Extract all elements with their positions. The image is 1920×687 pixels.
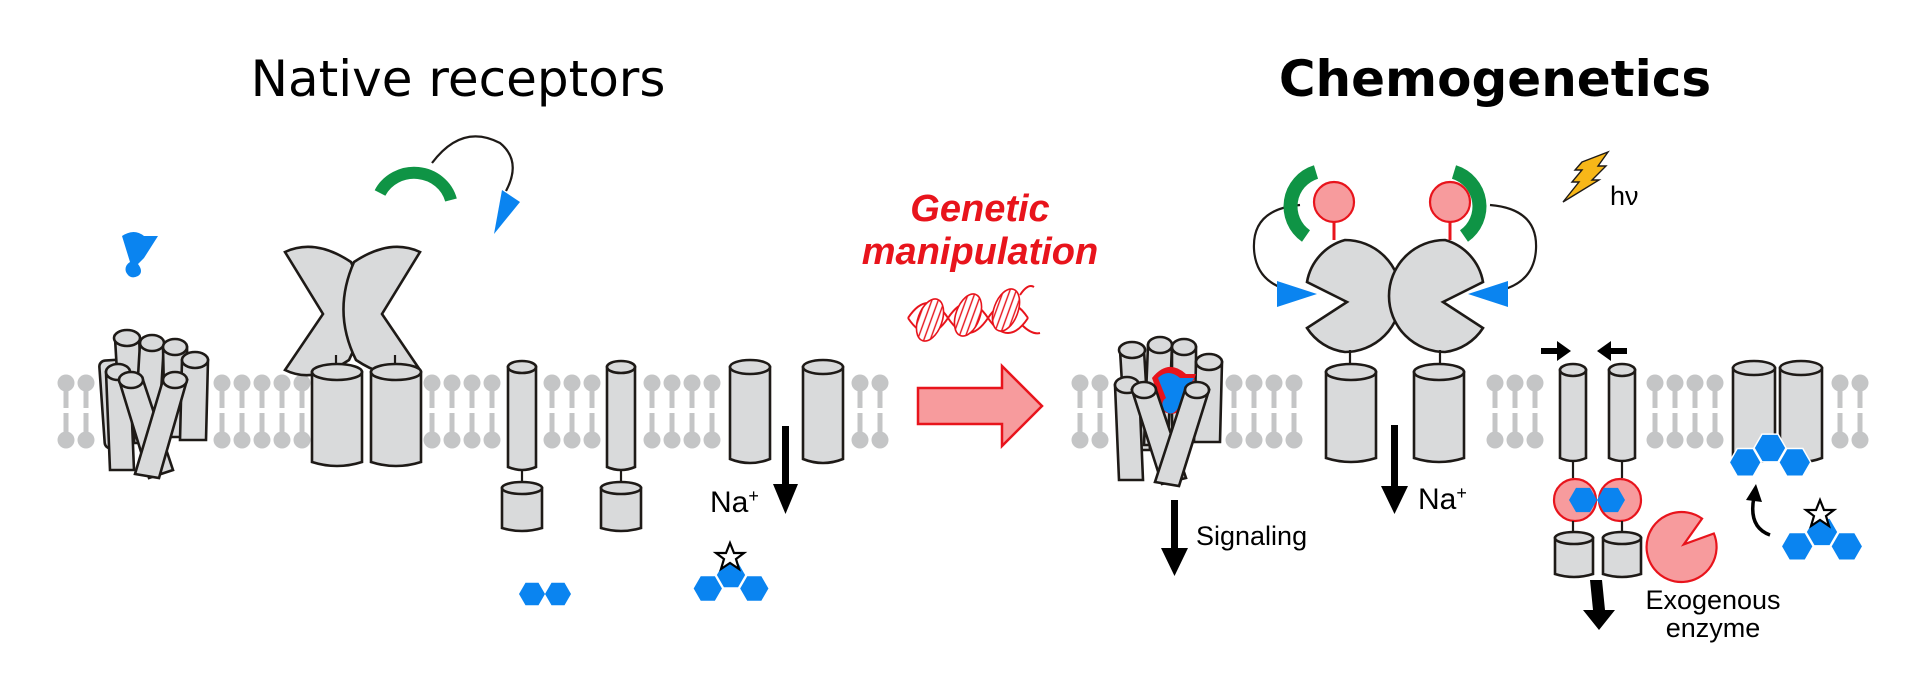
lipid-molecule — [1286, 375, 1303, 449]
lipid-molecule — [1832, 375, 1849, 449]
hexagon-mark — [1780, 531, 1815, 562]
lipid-molecule — [1226, 375, 1243, 449]
lipid-molecule — [564, 375, 581, 449]
lipid-molecule — [464, 375, 481, 449]
lipid-molecule — [1092, 375, 1109, 449]
sodium-label-native: Na+ — [710, 486, 759, 519]
genetic-manipulation-label-line2: manipulation — [862, 231, 1098, 273]
channel-engineered — [1731, 359, 1824, 464]
lipid-molecule — [254, 375, 271, 449]
gpcr-receptor-engineered — [1113, 335, 1224, 488]
light-label: hν — [1610, 181, 1639, 211]
sodium-influx-arrow-icon — [773, 426, 798, 514]
lipid-molecule — [1266, 375, 1283, 449]
hexagon-mark — [1728, 447, 1763, 478]
title-chemogenetics: Chemogenetics — [1279, 50, 1711, 108]
lipid-molecule — [1072, 375, 1089, 449]
caged-ligand-icon — [691, 561, 771, 603]
hexagon-mark — [1777, 447, 1812, 478]
hexagon-mark — [545, 582, 571, 606]
right-arrow-icon — [916, 362, 1044, 450]
dimerizer-ligand-icon — [519, 582, 571, 606]
signaling-arrow-icon — [1161, 500, 1188, 576]
converge-right-arrow-icon — [1541, 341, 1571, 361]
hexagon-mark — [519, 582, 545, 606]
lipid-molecule — [294, 375, 311, 449]
free-ligand-icon — [122, 232, 158, 278]
dna-helix-icon — [907, 285, 1041, 342]
uncaged-ligand-bound-icon — [1728, 433, 1812, 478]
converge-left-arrow-icon — [1597, 341, 1627, 361]
dimeric-receptor-native — [283, 245, 423, 468]
signaling-label: Signaling — [1196, 521, 1307, 551]
lipid-molecule — [872, 375, 889, 449]
lipid-molecule — [1647, 375, 1664, 449]
photoswitch-receptor-engineered — [1252, 165, 1538, 464]
lipid-molecule — [234, 375, 251, 449]
lipid-molecule — [1246, 375, 1263, 449]
lipid-molecule — [1527, 375, 1544, 449]
single-pass-receptor-2 — [599, 359, 643, 533]
caged-ligand-engineered-icon — [1780, 517, 1864, 562]
lipid-molecule — [1487, 375, 1504, 449]
lipid-molecule — [584, 375, 601, 449]
lipid-molecule — [644, 375, 661, 449]
lipid-molecule — [444, 375, 461, 449]
single-pass-receptor-1 — [500, 359, 544, 533]
lipid-molecule — [1507, 375, 1524, 449]
lipid-molecule — [1687, 375, 1704, 449]
lipid-molecule — [704, 375, 721, 449]
uncaging-arrow-icon — [1746, 484, 1771, 537]
lightning-icon — [1562, 150, 1610, 203]
lipid-molecule — [274, 375, 291, 449]
lipid-molecule — [1667, 375, 1684, 449]
hexagon-mark — [1829, 531, 1864, 562]
gpcr-receptor-native — [98, 328, 210, 480]
genetic-manipulation-label-line1: Genetic — [910, 188, 1049, 230]
lipid-molecule — [664, 375, 681, 449]
lipid-molecule — [684, 375, 701, 449]
star-icon-engineered — [1802, 497, 1838, 529]
dimerizer-bound-icon — [1569, 487, 1625, 513]
hexagon-mark — [1753, 433, 1787, 463]
downstream-arrow-icon — [1583, 580, 1615, 630]
lipid-molecule — [1852, 375, 1869, 449]
enzyme-label-line1: Exogenous — [1645, 585, 1780, 615]
dimerization-receptor-engineered — [1541, 341, 1643, 579]
enzyme-label-line2: enzyme — [1666, 613, 1761, 643]
lipid-molecule — [78, 375, 95, 449]
sodium-label-engineered: Na+ — [1418, 483, 1467, 516]
ion-channel-native — [728, 358, 845, 465]
lipid-molecule — [58, 375, 75, 449]
title-native-receptors: Native receptors — [251, 50, 666, 108]
lipid-molecule — [484, 375, 501, 449]
lipid-molecule — [544, 375, 561, 449]
sodium-influx-arrow-engineered-icon — [1381, 425, 1408, 514]
star-icon — [712, 540, 748, 572]
lipid-molecule — [852, 375, 869, 449]
hexagon-mark — [691, 574, 724, 603]
hexagon-mark — [1569, 487, 1597, 513]
hexagon-mark — [738, 574, 771, 603]
hexagon-mark — [1597, 487, 1625, 513]
lipid-molecule — [1707, 375, 1724, 449]
lipid-molecule — [424, 375, 441, 449]
tethered-ligand-native — [374, 135, 520, 234]
lipid-molecule — [214, 375, 231, 449]
exogenous-enzyme-icon — [1645, 510, 1718, 584]
